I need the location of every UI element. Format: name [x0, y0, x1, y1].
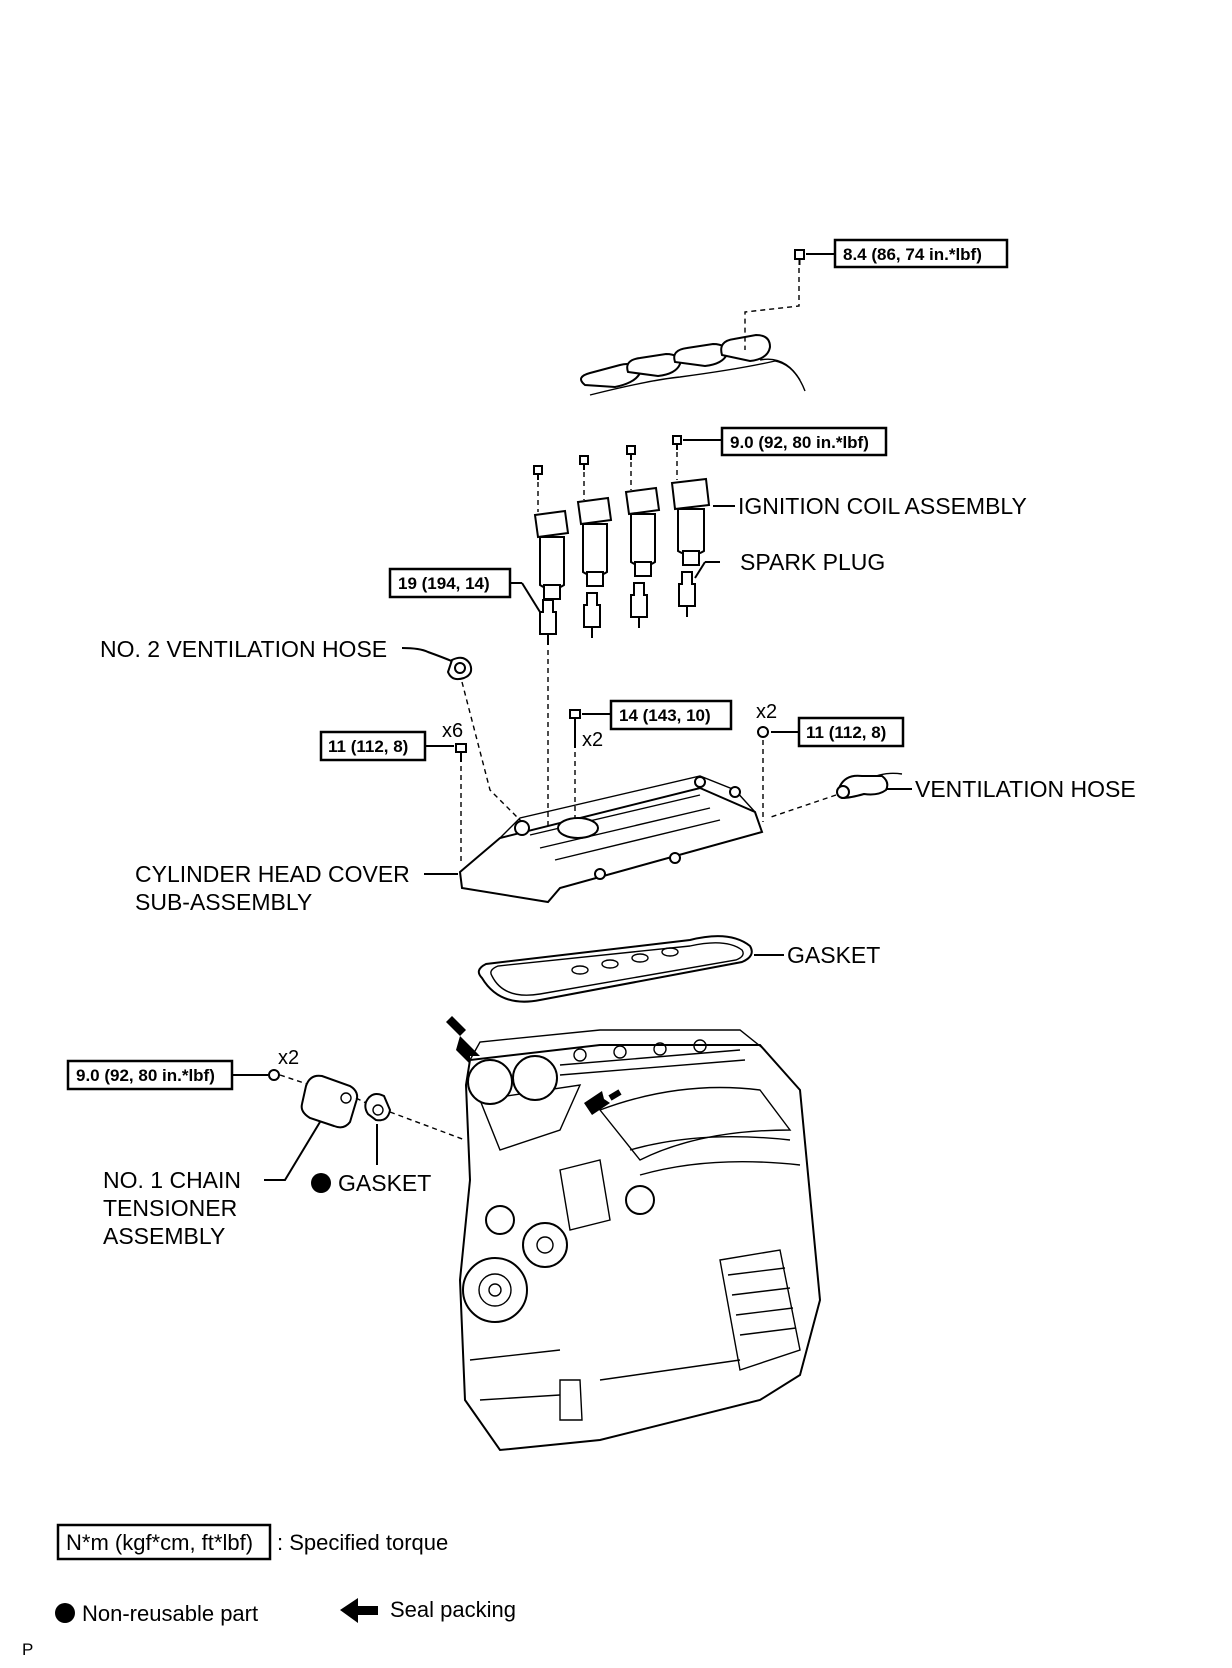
seal-packing-arrow-icon — [456, 1036, 480, 1064]
cover-bolt — [455, 743, 467, 762]
cylinder-head-cover — [458, 775, 764, 904]
part-label: ASSEMBLY — [103, 1223, 225, 1249]
torque-box — [797, 716, 905, 748]
count-label: x2 — [278, 1047, 299, 1069]
non-reusable-dot-icon — [55, 1603, 75, 1623]
torque-box — [720, 426, 888, 457]
torque-value: 9.0 (92, 80 in.*lbf) — [76, 1066, 215, 1085]
torque-value: 8.4 (86, 74 in.*lbf) — [843, 245, 982, 264]
legend-torque-desc: : Specified torque — [277, 1530, 448, 1555]
ignition-coil-assembly — [533, 477, 711, 600]
torque-value: 11 (112, 8) — [806, 723, 886, 742]
part-label: GASKET — [787, 942, 880, 968]
part-label: CYLINDER HEAD COVER — [135, 861, 410, 887]
part-label: GASKET — [338, 1170, 431, 1196]
legend-seal-packing: Seal packing — [390, 1597, 516, 1622]
torque-value: 14 (143, 10) — [619, 706, 711, 725]
part-label: SPARK PLUG — [740, 549, 885, 575]
torque-box — [833, 238, 1009, 269]
no2-ventilation-hose — [446, 656, 473, 681]
legend-torque-box — [56, 1523, 272, 1561]
corner-mark: P — [22, 1640, 33, 1659]
part-label: NO. 2 VENTILATION HOSE — [100, 636, 387, 662]
part-label: IGNITION COIL ASSEMBLY — [738, 493, 1027, 519]
part-label: VENTILATION HOSE — [915, 776, 1136, 802]
ventilation-hose — [836, 772, 903, 800]
torque-value: 9.0 (92, 80 in.*lbf) — [730, 433, 869, 452]
torque-value: 11 (112, 8) — [328, 737, 408, 756]
tensioner-gasket — [364, 1093, 392, 1122]
non-reusable-dot-icon — [311, 1173, 331, 1193]
torque-box — [388, 567, 512, 599]
legend-non-reusable: Non-reusable part — [82, 1601, 258, 1626]
seal-packing-arrow-icon — [340, 1598, 378, 1623]
torque-box — [609, 699, 733, 731]
spark-plugs — [539, 571, 696, 645]
legend-torque-label: N*m (kgf*cm, ft*lbf) — [66, 1530, 253, 1555]
center-stud — [569, 709, 581, 748]
count-label: x2 — [582, 729, 603, 751]
coil-bolts — [533, 435, 682, 512]
engine-wire-harness — [580, 333, 806, 396]
torque-box — [66, 1059, 234, 1091]
tensioner-nut — [268, 1069, 280, 1081]
wire-bolt-dash — [744, 268, 800, 350]
chain-tensioner — [300, 1074, 359, 1129]
torque-value: 19 (194, 14) — [398, 574, 490, 593]
part-label: SUB-ASSEMBLY — [135, 889, 312, 915]
seal-packing-arrow-icon — [584, 1091, 610, 1115]
part-label: TENSIONER — [103, 1195, 237, 1221]
count-label: x6 — [442, 720, 463, 742]
legend: N*m (kgf*cm, ft*lbf) : Specified torque … — [55, 1523, 516, 1626]
engine-assembly — [458, 1029, 822, 1452]
part-label: NO. 1 CHAIN — [103, 1167, 241, 1193]
head-cover-gasket — [477, 935, 753, 1003]
wire-bolt — [794, 249, 805, 265]
cover-nut — [757, 726, 769, 738]
count-label: x2 — [756, 701, 777, 723]
torque-box — [319, 730, 427, 762]
